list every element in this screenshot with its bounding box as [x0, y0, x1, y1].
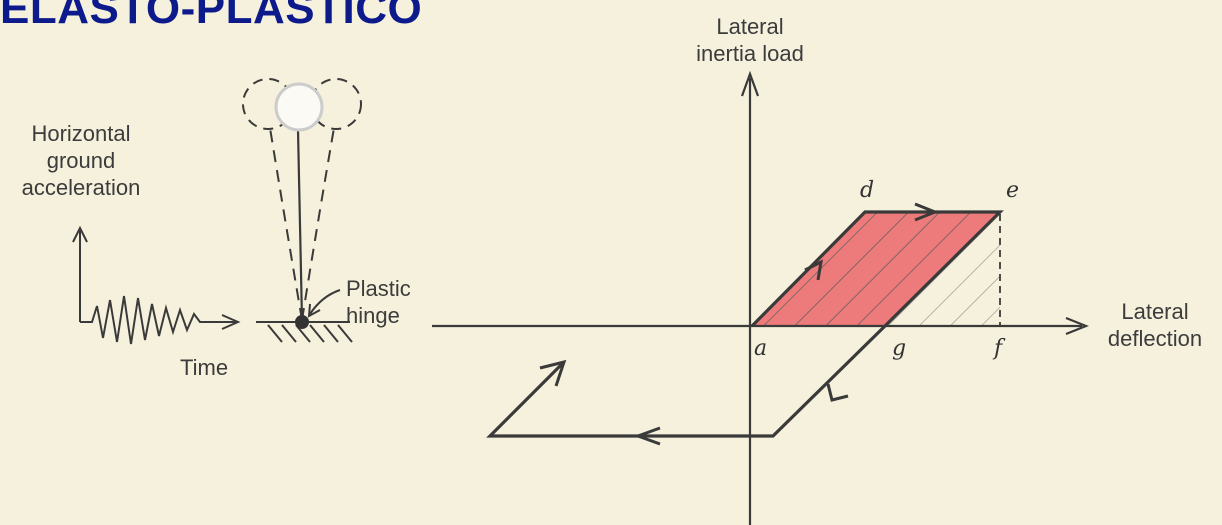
lateral-deflection-axis-label: Lateral deflection: [1092, 298, 1218, 352]
point-label-g: g: [892, 336, 907, 361]
time-label: Time: [180, 355, 229, 380]
ground-acceleration-label: Horizontal ground acceleration: [0, 120, 162, 201]
point-label-e: e: [1006, 178, 1020, 203]
point-label-d: d: [860, 178, 875, 203]
lateral-deflection-label-line1: Lateral: [1121, 299, 1189, 324]
ground-acceleration-axis: [72, 225, 88, 322]
load-axis: [740, 70, 760, 525]
acceleration-time-signal: [80, 295, 241, 345]
hysteresis-loop: [486, 210, 1004, 438]
ground-acceleration-label-line2: ground: [46, 148, 116, 173]
inertia-load-label-line1: Lateral: [716, 14, 784, 39]
inertia-load-axis-label: Lateral inertia load: [670, 13, 830, 67]
plastic-hinge-point: [295, 315, 309, 329]
ground-acceleration-label-line1: Horizontal: [31, 121, 131, 146]
point-label-f: f: [994, 336, 1003, 361]
point-label-a: a: [754, 336, 768, 361]
elastic-energy-hatch: [752, 212, 1000, 326]
loop-direction-arrows: [539, 202, 940, 446]
deflection-axis: [432, 316, 1089, 336]
inertia-load-label-line2: inertia load: [696, 41, 804, 66]
column-structure: [242, 78, 362, 321]
hinge-leader-arrow: [307, 289, 341, 318]
plastic-hinge-label-line1: Plastic: [346, 276, 411, 301]
ground-acceleration-label-line3: acceleration: [21, 175, 141, 200]
lateral-deflection-label-line2: deflection: [1107, 326, 1203, 351]
page-title: ELASTO-PLASTICO: [0, 0, 423, 33]
plastic-hinge-label-line2: hinge: [346, 303, 400, 328]
plastic-hinge-label: Plastic hinge: [346, 275, 411, 329]
